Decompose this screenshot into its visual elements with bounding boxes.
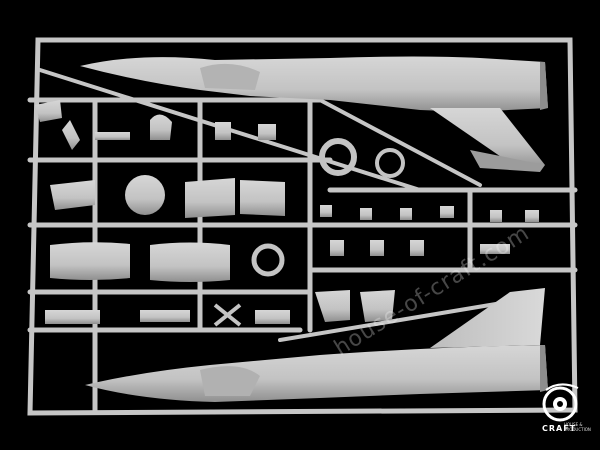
fuselage-bottom xyxy=(85,288,548,402)
small-parts xyxy=(35,100,539,327)
eye-logo-icon xyxy=(542,383,579,422)
logo-subtext: HOUSE & PRODUCTION xyxy=(564,422,591,432)
fuselage-top xyxy=(80,56,548,172)
logo-text: CRAFT xyxy=(542,424,577,433)
craft-logo: CRAFT HOUSE & PRODUCTION xyxy=(538,380,594,442)
